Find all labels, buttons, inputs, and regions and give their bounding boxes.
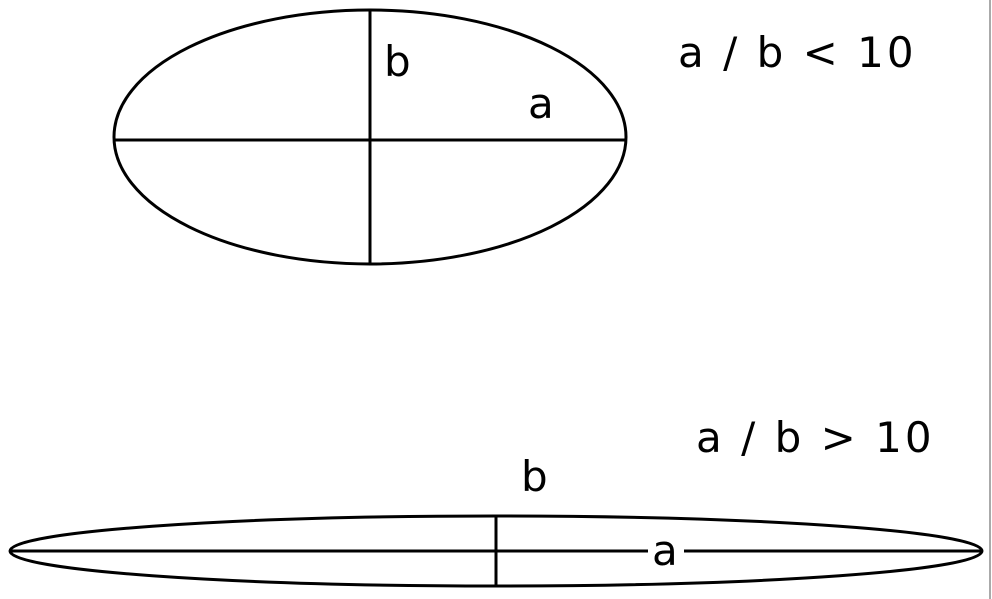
bottom-semi-minor-label: b <box>521 452 548 501</box>
top-semi-minor-label: b <box>384 37 411 86</box>
bottom-ellipse-figure: b a <box>8 452 984 588</box>
top-ratio-caption: a / b < 10 <box>678 28 917 77</box>
bottom-ratio-caption: a / b > 10 <box>696 413 935 462</box>
bottom-semi-major-label: a <box>652 526 678 575</box>
top-ellipse-figure: b a <box>112 8 628 266</box>
top-semi-major-label: a <box>528 79 554 128</box>
